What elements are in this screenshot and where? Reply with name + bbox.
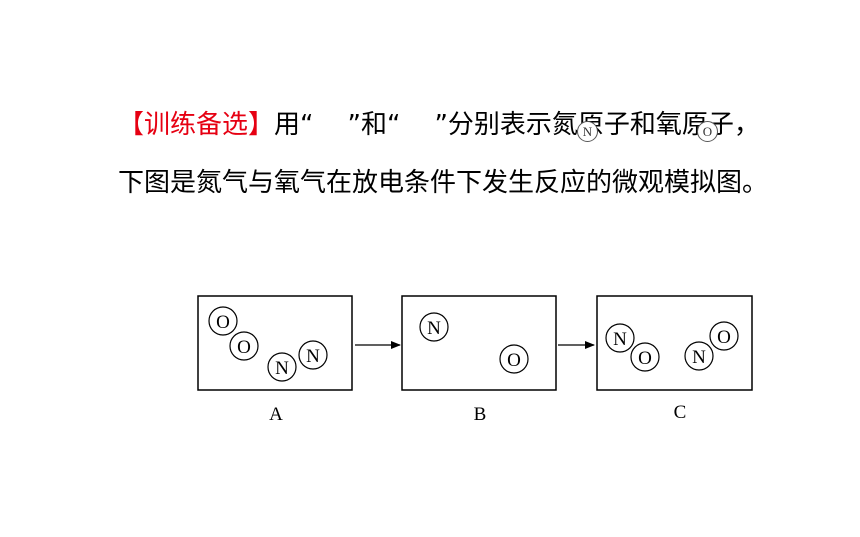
atom-oxygen: O xyxy=(709,321,739,351)
atom-circle xyxy=(229,331,259,361)
panel-b-atoms: N O xyxy=(419,312,529,374)
atom-label: O xyxy=(638,348,652,369)
training-tag: 【训练备选】 xyxy=(118,110,275,140)
atom-circle xyxy=(267,352,297,382)
nitrogen-atom-icon: N xyxy=(577,121,598,142)
atom-label: N xyxy=(692,347,706,368)
panel-c-box xyxy=(596,295,753,391)
panel-a-atoms: O O N N xyxy=(208,306,328,382)
atom-oxygen: O xyxy=(229,331,259,361)
atom-label: N xyxy=(613,329,627,350)
atom-label: N xyxy=(275,358,289,379)
atom-label: O xyxy=(507,350,521,371)
intro-text-1: 用“ xyxy=(274,110,314,140)
intro-text-2: ”和“ xyxy=(347,110,401,140)
atom-label: N xyxy=(427,318,441,339)
atom-circle xyxy=(684,341,714,371)
atom-circle xyxy=(499,344,529,374)
question-line-2: 下图是氮气与氧气在放电条件下发生反应的微观模拟图。 xyxy=(118,168,769,198)
panel-b-box xyxy=(401,295,557,391)
atom-oxygen: O xyxy=(499,344,529,374)
atom-oxygen: O xyxy=(208,306,238,336)
oxygen-atom-icon: O xyxy=(697,121,718,142)
atom-label: N xyxy=(306,346,320,367)
atom-nitrogen: N xyxy=(267,352,297,382)
atom-circle xyxy=(419,312,449,342)
atom-label: O xyxy=(216,312,230,333)
atom-circle xyxy=(630,342,660,372)
atom-oxygen: O xyxy=(630,342,660,372)
atom-nitrogen: N xyxy=(298,340,328,370)
atom-circle xyxy=(605,323,635,353)
panel-b-label: B xyxy=(474,404,487,425)
atom-nitrogen: N xyxy=(419,312,449,342)
panel-a-label: A xyxy=(269,404,283,425)
atom-circle xyxy=(709,321,739,351)
atom-circle xyxy=(208,306,238,336)
atom-nitrogen: N xyxy=(605,323,635,353)
panel-c-label: C xyxy=(674,402,687,423)
atom-circle xyxy=(298,340,328,370)
panel-a-box xyxy=(197,295,353,391)
atom-label: O xyxy=(717,327,731,348)
atom-label: O xyxy=(237,337,251,358)
atom-nitrogen: N xyxy=(684,341,714,371)
panel-c-atoms: N O O N xyxy=(605,321,739,372)
